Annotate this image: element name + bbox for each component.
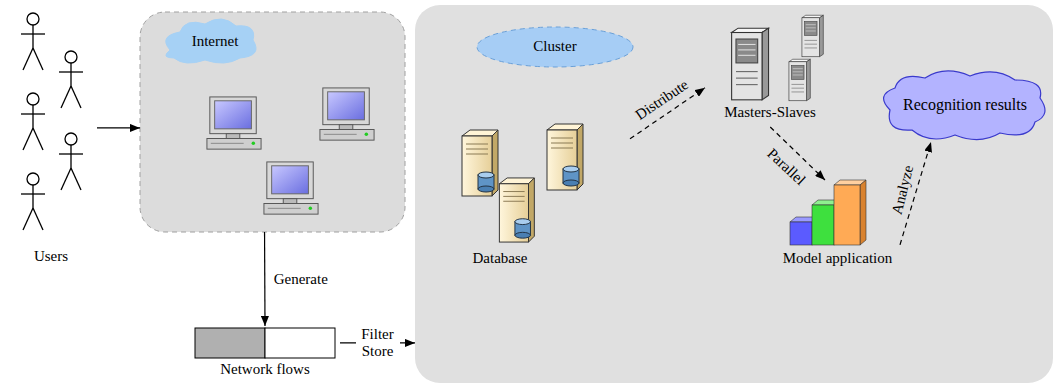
edge-label: Generate [274, 271, 328, 288]
edge-label: Distribute [632, 76, 691, 124]
diagram-node: Network flows [190, 326, 340, 384]
database-servers [462, 124, 583, 242]
node-label: Internet [170, 33, 260, 50]
cluster-ellipse [477, 27, 633, 67]
diagram-node: Database [440, 95, 630, 270]
internet-panel [140, 12, 405, 232]
diagram-node: Users [5, 10, 97, 272]
node-label: Masters-Slaves [705, 104, 835, 121]
flow-cell [195, 328, 265, 358]
edge-label: Filter Store [356, 326, 400, 360]
bar-chart [790, 180, 866, 245]
diagram-node: Model application [775, 180, 900, 270]
flow-arrow [264, 232, 266, 326]
computers [207, 88, 374, 214]
diagram-node: Masters-Slaves [705, 15, 850, 127]
master-slave-servers [732, 15, 824, 100]
edge-label: Analyze [888, 164, 917, 217]
node-label: Users [5, 248, 97, 265]
node-label: Database [450, 250, 550, 267]
node-label: Model application [775, 250, 900, 267]
diagram-node: Internet [140, 12, 405, 232]
node-label: Cluster [495, 38, 615, 55]
flow-cell [265, 328, 335, 358]
diagram-node: Recognition results [880, 70, 1050, 142]
flow-arrow [97, 127, 140, 128]
user-figures [21, 13, 83, 230]
diagram-node: Database Masters-SlavesModel application R… [415, 5, 1053, 383]
node-label: Network flows [190, 361, 340, 378]
node-label: Recognition results [880, 96, 1050, 113]
edge-label: Parallel [763, 145, 808, 189]
cluster-panel [415, 5, 1053, 383]
